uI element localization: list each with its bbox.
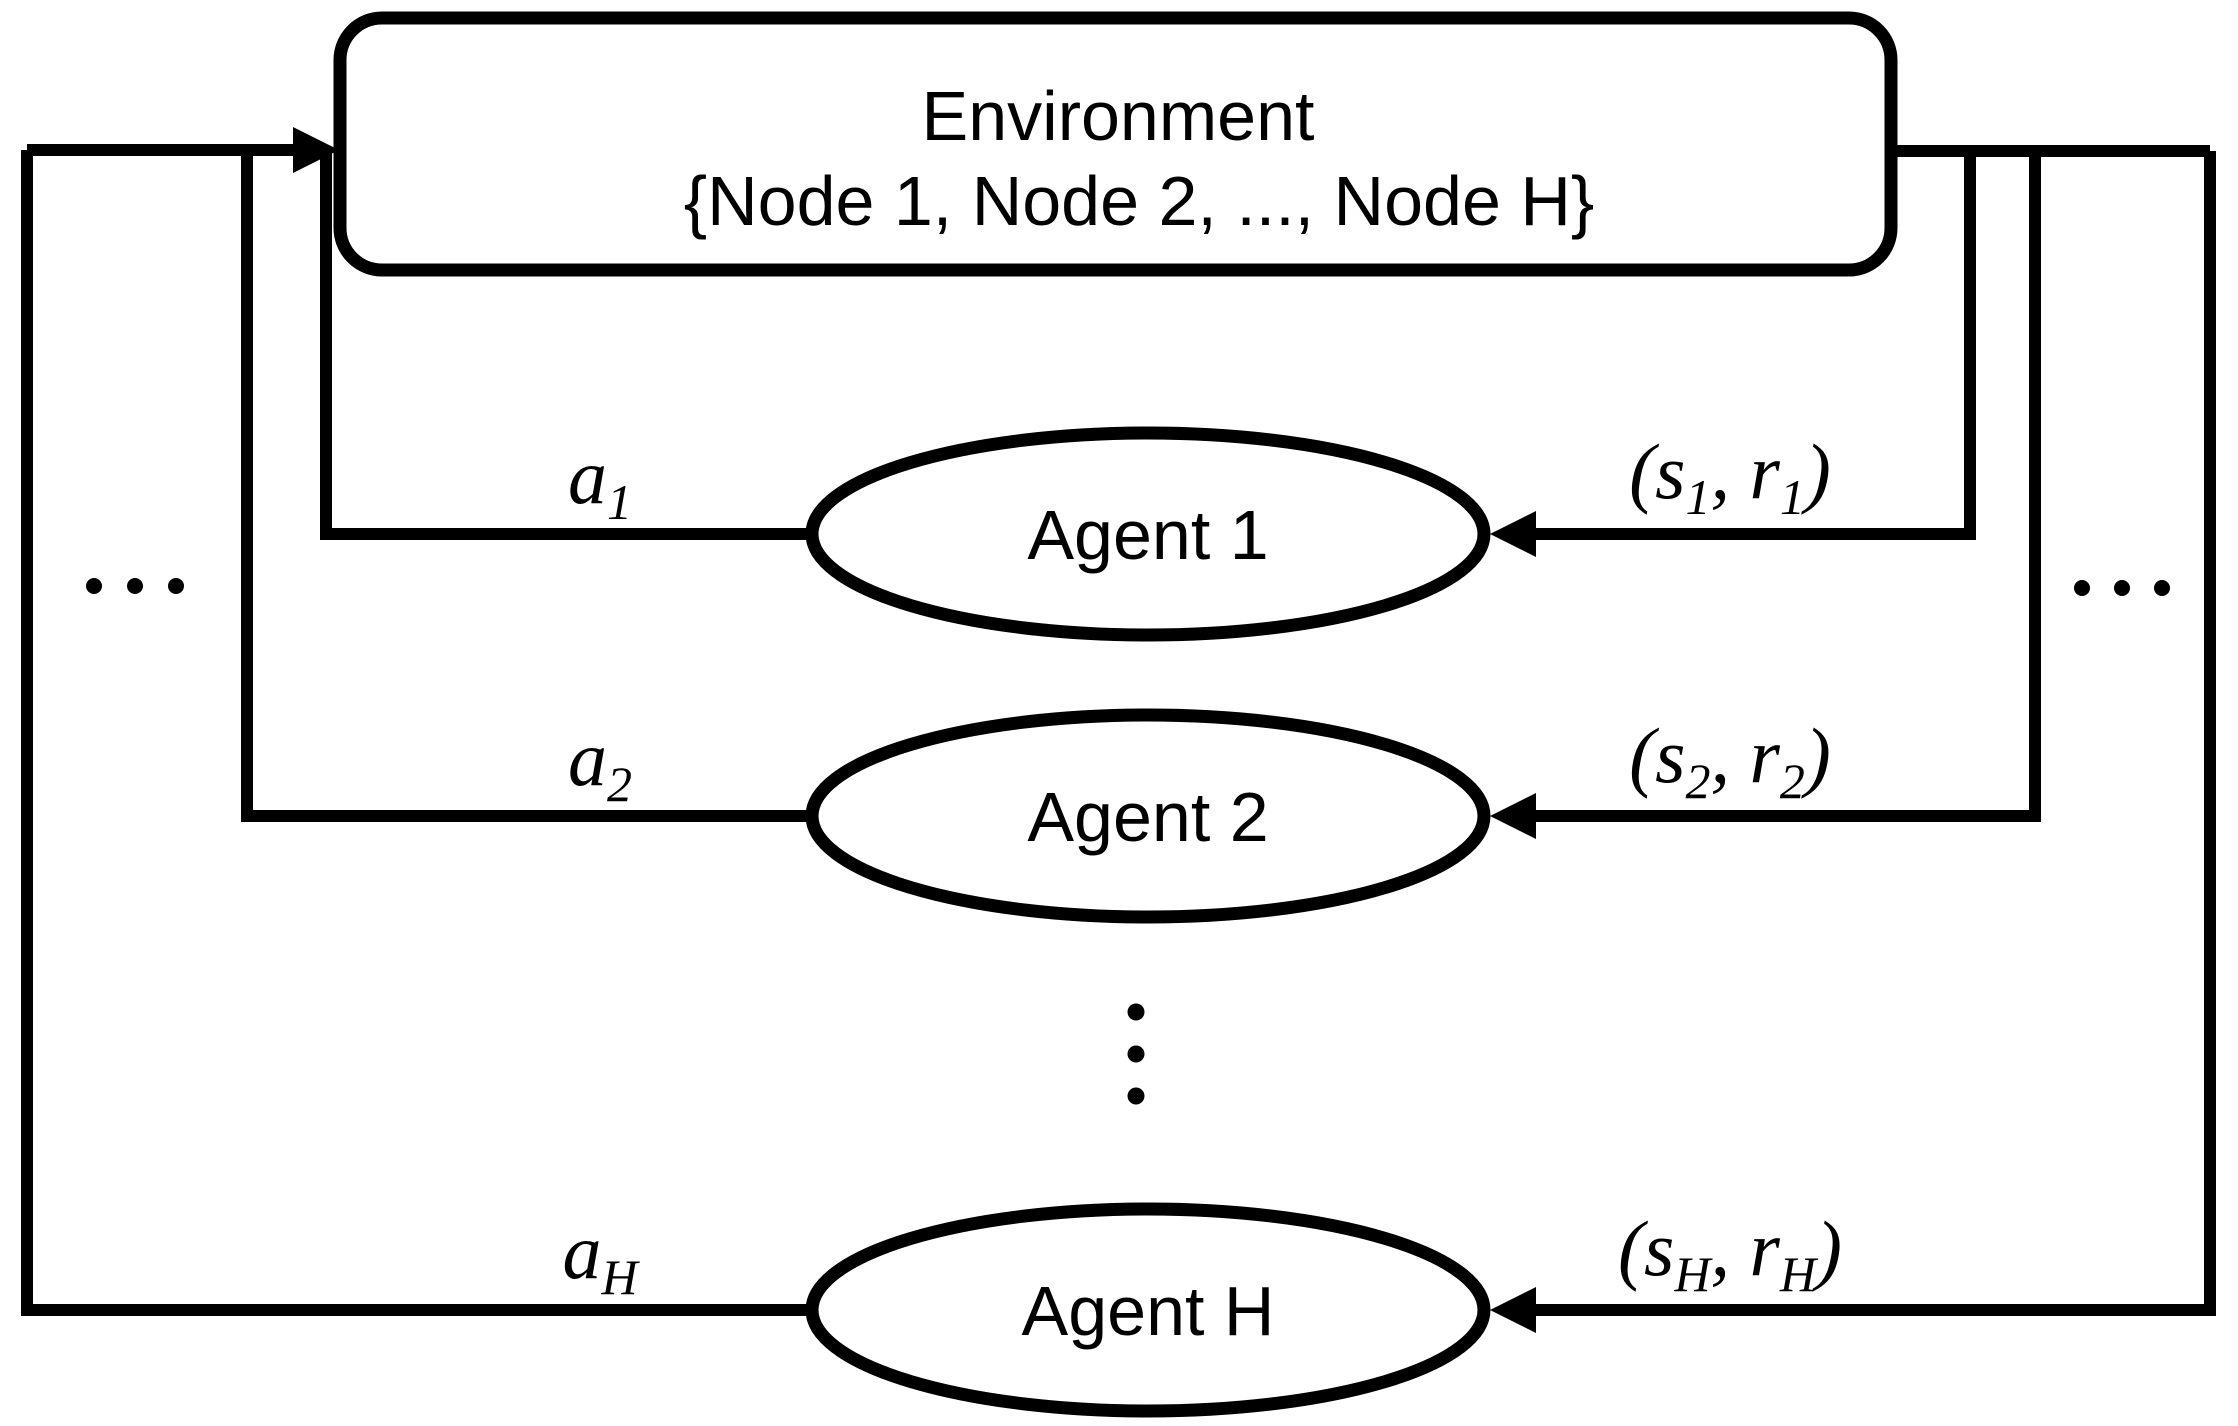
vertical-ellipsis-between-agents (1127, 1003, 1145, 1105)
environment-title: Environment (922, 77, 1315, 155)
action-line-agent-1 (320, 150, 815, 540)
ellipsis-dot (1127, 1087, 1145, 1105)
arrowhead-into-agent-h (1490, 1287, 1536, 1333)
action-label-a2: a2 (568, 715, 632, 812)
ellipsis-dot (1127, 1003, 1145, 1021)
action-line-agent-h (21, 150, 815, 1316)
agent-1-label: Agent 1 (1027, 496, 1268, 574)
observation-line-agent-1 (1534, 151, 1976, 540)
observation-label-s2r2: (s2, r2) (1629, 712, 1831, 809)
agent-h-label: Agent H (1022, 1272, 1275, 1350)
environment-box (333, 11, 1898, 277)
ellipsis-dot (127, 578, 143, 594)
agent-1-ellipse (805, 426, 1491, 642)
arrowhead-into-environment (293, 127, 339, 173)
ellipsis-dot (86, 578, 102, 594)
ellipsis-dot (2074, 580, 2090, 596)
right-horizontal-ellipsis (2074, 580, 2170, 596)
ellipsis-dot (2154, 580, 2170, 596)
agent-2-ellipse (805, 708, 1491, 924)
arrowhead-into-agent-1 (1490, 511, 1536, 557)
observation-line-agent-h (1534, 151, 2216, 1316)
ellipsis-dot (168, 578, 184, 594)
environment-subtitle: {Node 1, Node 2, ..., Node H} (684, 162, 1595, 240)
ellipsis-dot (1127, 1045, 1145, 1063)
agent-h-ellipse (805, 1202, 1491, 1418)
arrowhead-into-agent-2 (1490, 793, 1536, 839)
agent-2-label: Agent 2 (1027, 778, 1268, 856)
observation-line-agent-2 (1534, 151, 2041, 822)
ellipsis-dot (2114, 580, 2130, 596)
action-line-agent-2 (241, 150, 815, 822)
action-label-ah: aH (562, 1208, 640, 1305)
observation-label-s1r1: (s1, r1) (1629, 428, 1831, 525)
left-horizontal-ellipsis (86, 578, 184, 594)
action-label-a1: a1 (568, 433, 632, 530)
observation-label-shrh: (sH, rH) (1618, 1205, 1842, 1302)
